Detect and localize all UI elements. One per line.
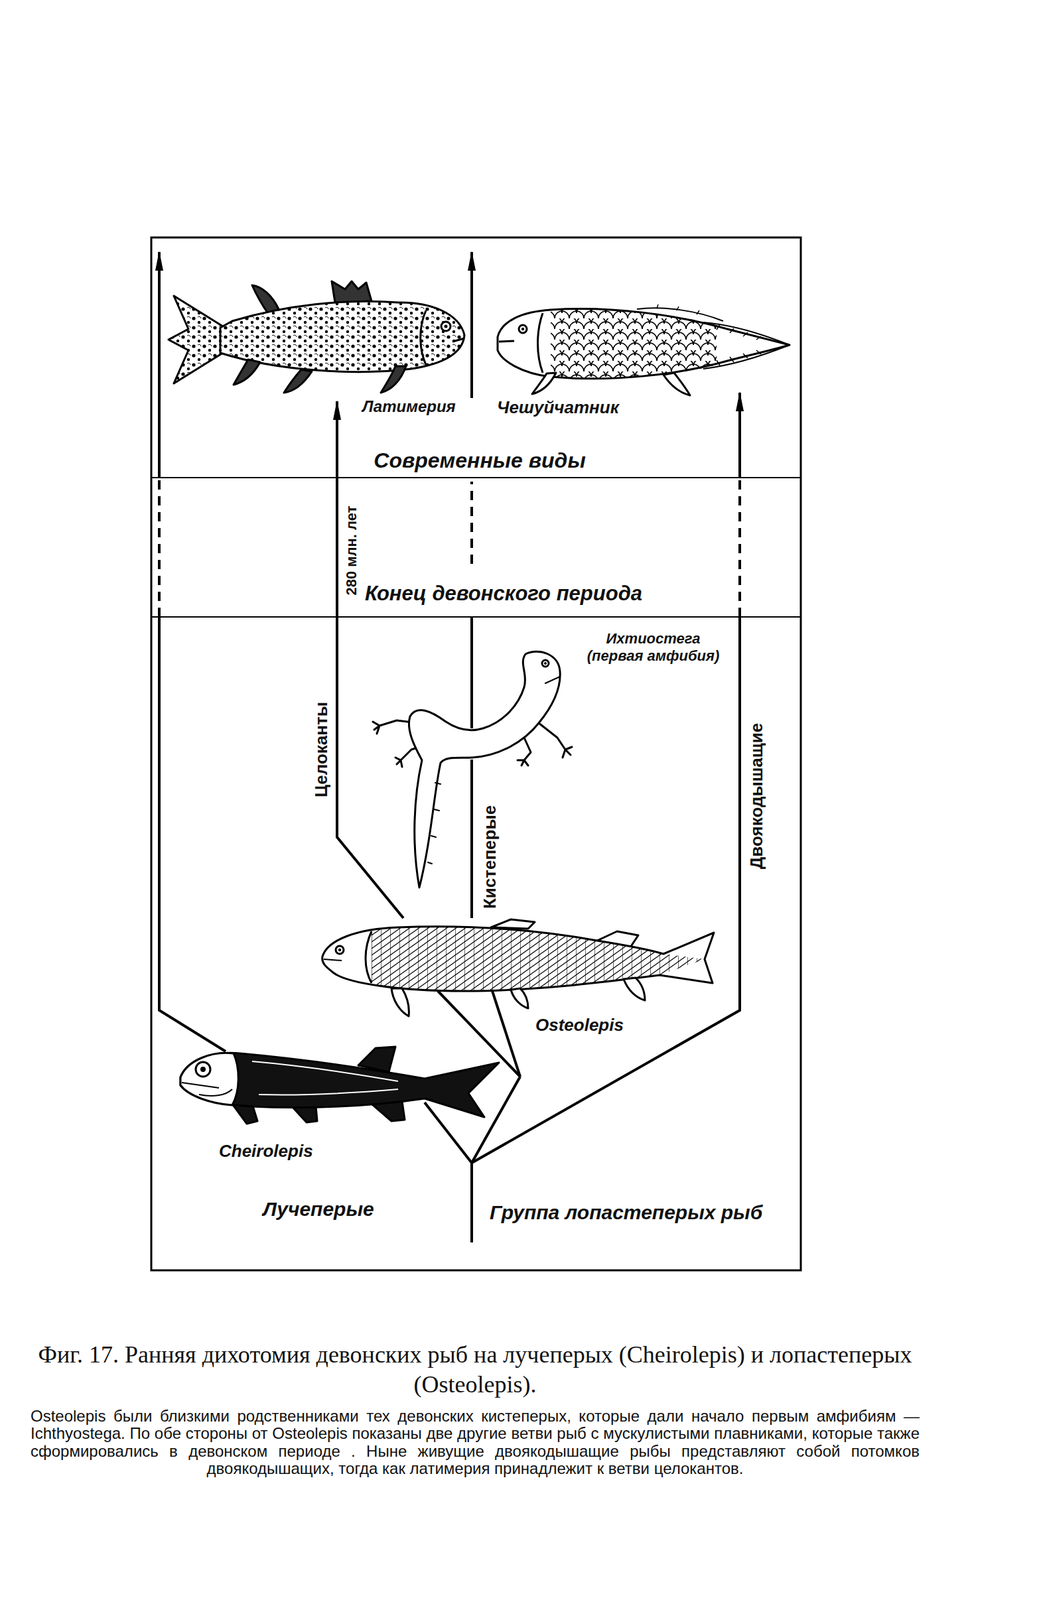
ichthyostega-figure-part (542, 660, 549, 667)
latimeria-figure-part (331, 281, 372, 303)
group-name: Лучеперые (262, 1197, 374, 1222)
taxon-name: Латимерия (362, 397, 456, 417)
ray-finned-line (159, 617, 226, 1052)
lungfish-figure-part (550, 309, 717, 379)
cheirolepis-figure (180, 1046, 499, 1124)
osteolepis-figure (322, 919, 714, 1017)
taxon-name: Ихтиостега (первая амфибия) (585, 630, 722, 666)
ichthyostega-figure-part (545, 676, 560, 684)
ichthyostega-figure-part (538, 723, 572, 758)
lungfish-figure-part (532, 372, 556, 395)
frame-border (151, 237, 801, 1271)
taxon-figure: Латимерия (168, 280, 465, 402)
band-heading: Конец девонского периода (364, 581, 643, 606)
branch-name: Двоякодышащие (747, 723, 765, 870)
lungfish-figure-part (521, 327, 525, 331)
lungfish-figure (497, 304, 790, 396)
latimeria-figure (168, 281, 465, 393)
taxon-figure: Cheirolepis (178, 1046, 501, 1118)
lungfish-figure-part (497, 309, 790, 379)
frame (151, 237, 801, 1271)
branch-name: Кистеперые (481, 805, 499, 909)
lungfish-figure-part (636, 307, 790, 369)
osteolepis-figure-part (510, 988, 529, 1009)
lungfish-arrow (738, 392, 742, 478)
latimeria-figure-part (233, 359, 261, 385)
taxon-name: Cheirolepis (218, 1141, 314, 1162)
latimeria-figure-part (420, 310, 426, 365)
osteolepis-figure-part (322, 926, 714, 992)
lineage-lines (159, 252, 740, 1243)
lungfish-line (471, 617, 740, 1164)
branch-name: Целоканты (312, 701, 330, 798)
latimeria-figure-part (441, 321, 451, 332)
osteolepis-figure-part (338, 948, 342, 952)
latimeria-figure-part (380, 366, 407, 393)
lungfish-line (738, 477, 742, 618)
lungfish-figure-part (656, 304, 762, 366)
cheirolepis-figure-part (180, 1052, 499, 1118)
tetrapod-line (470, 481, 474, 564)
osteolepis-figure-part (365, 931, 372, 984)
latimeria-figure-part (283, 369, 312, 393)
band-heading: Современные виды (373, 447, 586, 474)
tetrapod-line (470, 617, 474, 729)
osteolepis-figure-part (335, 946, 344, 955)
taxon-figure: Чешуйчатник (494, 305, 791, 402)
cheirolepis-figure-part (180, 1052, 239, 1106)
taxon-figure: Osteolepis (321, 918, 715, 1016)
lungfish-figure-part (663, 372, 691, 396)
lineage-connector (337, 401, 404, 919)
ray-finned-line (157, 477, 161, 618)
figure-caption: Фиг. 17. Ранняя дихотомия девонских рыб … (30, 1340, 920, 1400)
band-line (151, 477, 801, 479)
latimeria-figure-part (168, 295, 223, 384)
lungfish-figure-part (498, 341, 515, 342)
caption-note: Osteolepis были близкими родственниками … (30, 1407, 920, 1479)
ichthyostega-figure-part (544, 662, 547, 665)
cheirolepis-figure-part (291, 1106, 318, 1123)
group-name: Группа лопастеперых рыб (489, 1200, 763, 1225)
cheirolepis-figure-part (181, 1082, 233, 1097)
lineage-connector (470, 759, 474, 919)
osteolepis-figure-part (391, 988, 409, 1017)
latimeria-figure-part (452, 338, 465, 342)
latimeria-figure-part (168, 295, 223, 384)
osteolepis-figure-part (490, 919, 535, 929)
osteolepis-figure-part (323, 959, 342, 961)
taxon-name: Чешуйчатник (496, 397, 620, 418)
taxon-name: Osteolepis (535, 1015, 624, 1036)
cheirolepis-figure-part (252, 1061, 399, 1096)
osteolepis-figure-part (371, 927, 705, 992)
lungfish-figure-part (518, 325, 527, 334)
root-stem (470, 1163, 474, 1243)
taxon-figure: Ихтиостега (первая амфибия) (372, 636, 572, 760)
cheirolepis-figure-part (195, 1062, 211, 1077)
time-span: 280 млн. лет (344, 506, 359, 596)
lungfish-figure-part (538, 313, 544, 373)
ray-finned-arrow (157, 252, 161, 478)
tetrapod-arrow (470, 252, 474, 399)
fork-branch (437, 991, 521, 1077)
latimeria-figure-part (444, 325, 448, 329)
osteolepis-figure-part (623, 977, 645, 1001)
cheirolepis-figure-part (200, 1066, 206, 1073)
band-line (151, 616, 801, 618)
ichthyostega-figure-part (427, 782, 441, 864)
